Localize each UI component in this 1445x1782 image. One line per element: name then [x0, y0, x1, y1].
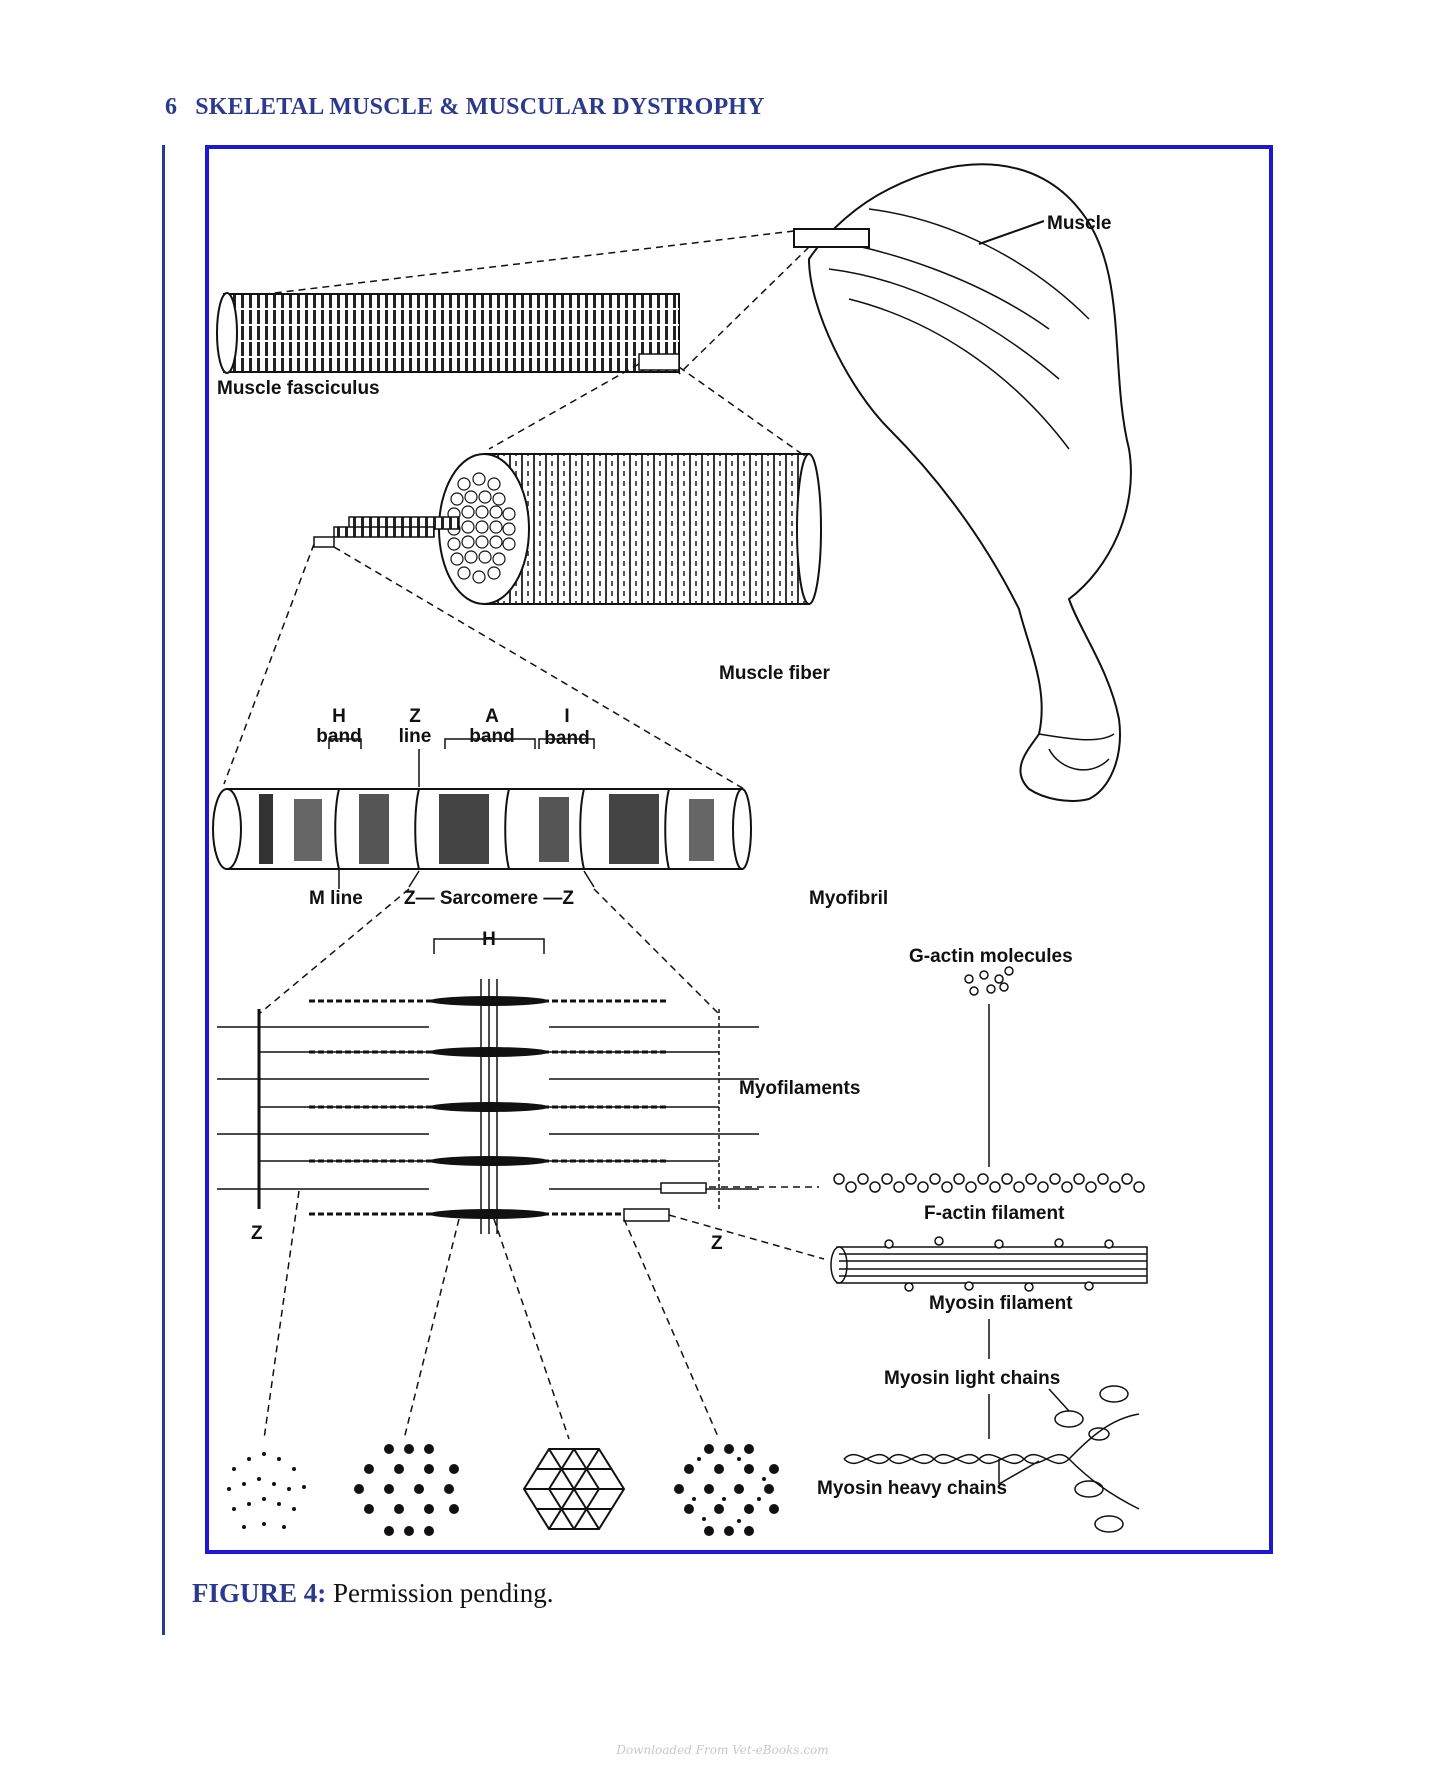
label-z-right: Z: [711, 1233, 723, 1254]
muscle-fasciculus-illustration: [216, 292, 680, 374]
label-i-band-2: band: [544, 728, 589, 749]
label-myosin-light-chains: Myosin light chains: [884, 1368, 1060, 1389]
label-myosin-filament: Myosin filament: [929, 1293, 1073, 1314]
cross-section-m-line: [522, 1448, 626, 1530]
label-myofibril: Myofibril: [809, 888, 888, 909]
f-actin-filament: [833, 1173, 1145, 1193]
cross-section-thick-only: [354, 1444, 459, 1536]
label-myosin-heavy-chains: Myosin heavy chains: [817, 1478, 1007, 1499]
label-muscle-fiber: Muscle fiber: [719, 663, 830, 684]
muscle-sample-box: [793, 228, 870, 248]
watermark: Downloaded From Vet-eBooks.com: [616, 1743, 829, 1757]
label-i-band-1: I: [564, 706, 569, 727]
label-muscle-fasciculus: Muscle fasciculus: [217, 378, 380, 399]
label-h-band-1: H: [332, 706, 346, 727]
running-title: SKELETAL MUSCLE & MUSCULAR DYSTROPHY: [195, 94, 765, 120]
cross-section-overlap: [674, 1444, 779, 1536]
label-f-actin: F-actin filament: [924, 1203, 1065, 1224]
label-sarcomere: Z— Sarcomere —Z: [404, 888, 574, 909]
label-myofilaments: Myofilaments: [739, 1078, 860, 1099]
figure-caption: FIGURE 4: Permission pending.: [192, 1578, 554, 1609]
label-g-actin: G-actin molecules: [909, 946, 1073, 967]
figure-frame: Muscle Muscle fasciculus: [205, 145, 1273, 1554]
label-z-left: Z: [251, 1223, 263, 1244]
label-z-line-1: Z: [409, 706, 421, 727]
page-number: 6: [165, 94, 178, 120]
muscle-fiber-illustration: [313, 453, 822, 605]
label-muscle: Muscle: [1047, 213, 1111, 234]
label-h-band-2: band: [316, 726, 361, 747]
label-a-band-2: band: [469, 726, 514, 747]
running-header: 6 SKELETAL MUSCLE & MUSCULAR DYSTROPHY: [165, 94, 765, 121]
g-actin-molecules: [964, 966, 1014, 996]
myofibril-illustration: [212, 738, 752, 889]
label-h-zone: H: [482, 929, 496, 950]
myosin-filament: [830, 1236, 1148, 1292]
label-z-line-2: line: [399, 726, 432, 747]
label-a-band-1: A: [485, 706, 499, 727]
cross-section-thin-only: [227, 1452, 306, 1529]
caption-label: FIGURE 4:: [192, 1578, 327, 1608]
myosin-molecule: [843, 1385, 1140, 1533]
caption-text: Permission pending.: [326, 1578, 554, 1608]
margin-rule: [162, 145, 165, 1635]
muscle-structure-diagram: Muscle Muscle fasciculus: [212, 163, 1148, 1536]
label-m-line: M line: [309, 888, 363, 909]
arm-illustration: [807, 163, 1132, 802]
myofilament-sarcomere-illustration: [217, 938, 759, 1234]
